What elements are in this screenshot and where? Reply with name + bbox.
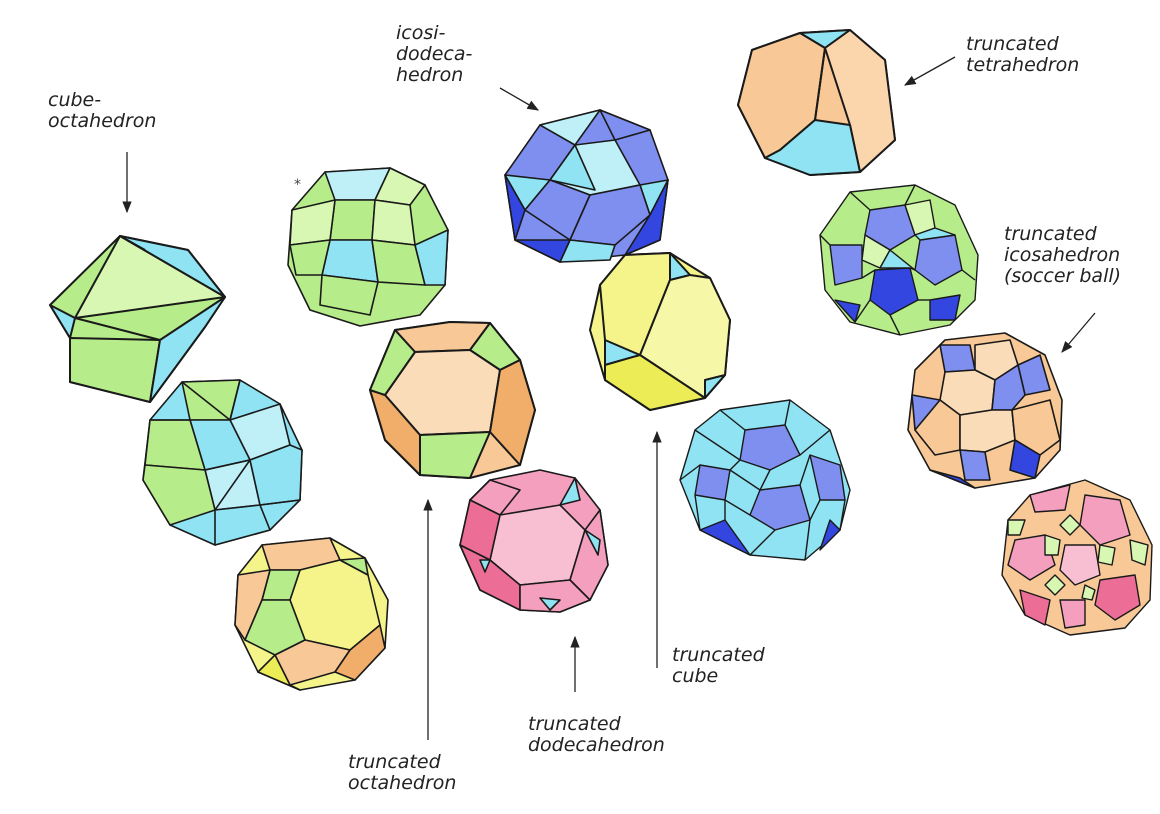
icosidodecahedron-icon bbox=[504, 109, 669, 263]
label-truncated-octahedron: truncated octahedron bbox=[348, 751, 457, 794]
truncated-cuboctahedron-icon bbox=[234, 537, 389, 691]
arrow-icosidodecahedron bbox=[499, 87, 540, 111]
arrow-truncated-icosahedron bbox=[1061, 312, 1096, 353]
truncated-dodecahedron-icon bbox=[459, 469, 609, 613]
label-icosidodecahedron: icosi- dodeca- hedron bbox=[396, 22, 473, 86]
snub-dodecahedron-icon bbox=[679, 399, 851, 561]
label-truncated-cube: truncated cube bbox=[672, 644, 765, 687]
label-truncated-tetrahedron: truncated tetrahedron bbox=[966, 33, 1080, 76]
rhombicosidodecahedron-icon bbox=[819, 184, 979, 336]
rhombicuboctahedron-icon bbox=[287, 167, 449, 327]
asterisk-marker: * bbox=[294, 177, 301, 193]
truncated-tetrahedron-icon bbox=[737, 29, 896, 176]
truncated-cube-icon bbox=[589, 252, 731, 411]
truncated-icosahedron-icon bbox=[907, 332, 1063, 489]
truncated-octahedron-icon bbox=[369, 321, 536, 479]
arrow-truncated-tetrahedron bbox=[903, 56, 956, 86]
label-cuboctahedron: cube- octahedron bbox=[48, 89, 157, 132]
label-truncated-dodecahedron: truncated dodecahedron bbox=[528, 713, 665, 756]
cuboctahedron-icon bbox=[49, 235, 226, 403]
snub-cube-icon bbox=[142, 379, 303, 546]
label-truncated-icosahedron: truncated icosahedron (soccer ball) bbox=[1004, 223, 1122, 287]
truncated-icosidodecahedron-icon bbox=[1001, 479, 1153, 636]
